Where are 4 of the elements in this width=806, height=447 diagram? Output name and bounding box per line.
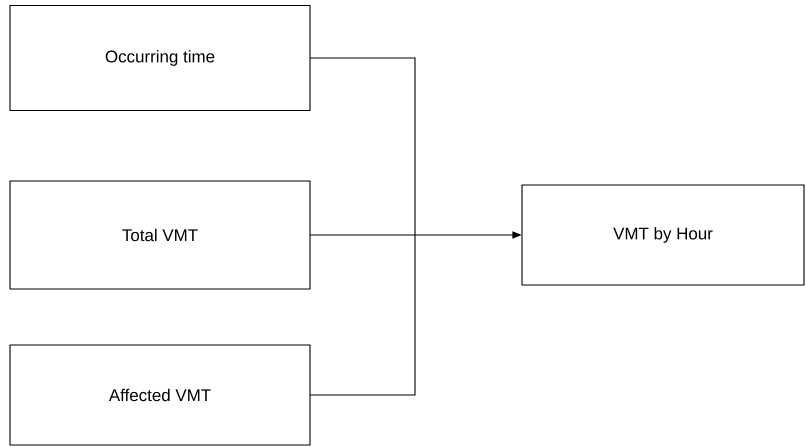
process-box: Total VMT — [9, 180, 311, 290]
process-box: Affected VMT — [9, 344, 311, 446]
process-box: Occurring time — [9, 4, 311, 112]
process-box: VMT by Hour — [521, 184, 805, 286]
